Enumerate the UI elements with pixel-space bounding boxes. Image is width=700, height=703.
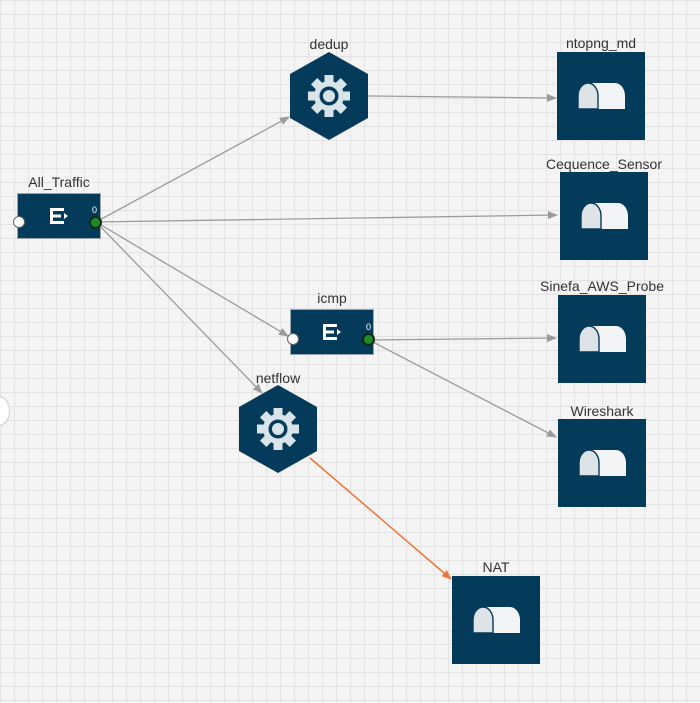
icmp-output-port[interactable] bbox=[362, 333, 375, 346]
edge-icmp-sinefa[interactable] bbox=[368, 334, 557, 343]
tool-icon bbox=[578, 325, 626, 353]
gear-icon bbox=[257, 408, 299, 450]
all-traffic-input-port[interactable] bbox=[13, 216, 25, 228]
cequence-label: Cequence_Sensor bbox=[546, 156, 662, 172]
all-traffic-port-number: 0 bbox=[92, 205, 98, 215]
filter-icon bbox=[50, 208, 68, 224]
nat-node[interactable] bbox=[452, 576, 540, 664]
sinefa-label: Sinefa_AWS_Probe bbox=[540, 278, 664, 294]
sinefa-node[interactable] bbox=[558, 295, 646, 383]
ntopng-md-label: ntopng_md bbox=[565, 35, 637, 51]
edge-alltraffic-dedup[interactable] bbox=[95, 116, 290, 223]
icmp-label: icmp bbox=[317, 290, 347, 306]
tool-icon bbox=[578, 449, 626, 477]
wireshark-label: Wireshark bbox=[570, 403, 634, 419]
edge-netflow-nat[interactable] bbox=[309, 457, 452, 580]
edge-alltraffic-netflow[interactable] bbox=[95, 221, 263, 394]
icmp-node[interactable] bbox=[290, 309, 374, 355]
all-traffic-node[interactable] bbox=[17, 193, 101, 239]
edge-alltraffic-icmp[interactable] bbox=[95, 221, 289, 337]
wireshark-node[interactable] bbox=[558, 419, 646, 507]
tool-icon bbox=[577, 82, 625, 110]
dedup-label: dedup bbox=[309, 36, 349, 52]
icmp-input-port[interactable] bbox=[287, 333, 299, 345]
cequence-node[interactable] bbox=[560, 172, 648, 260]
edge-icmp-wireshark[interactable] bbox=[368, 339, 557, 438]
tool-icon bbox=[472, 606, 520, 634]
all-traffic-output-port[interactable] bbox=[89, 216, 102, 229]
filter-icon bbox=[323, 324, 341, 340]
edge-alltraffic-cequence[interactable] bbox=[95, 211, 558, 223]
nat-label: NAT bbox=[482, 559, 510, 575]
all-traffic-label: All_Traffic bbox=[28, 174, 90, 190]
icmp-port-number: 0 bbox=[366, 322, 372, 332]
ntopng-md-node[interactable] bbox=[557, 52, 645, 140]
tool-icon bbox=[580, 202, 628, 230]
netflow-label: netflow bbox=[255, 370, 301, 386]
edge-dedup-ntopng[interactable] bbox=[367, 93, 557, 102]
gear-icon bbox=[308, 75, 350, 117]
